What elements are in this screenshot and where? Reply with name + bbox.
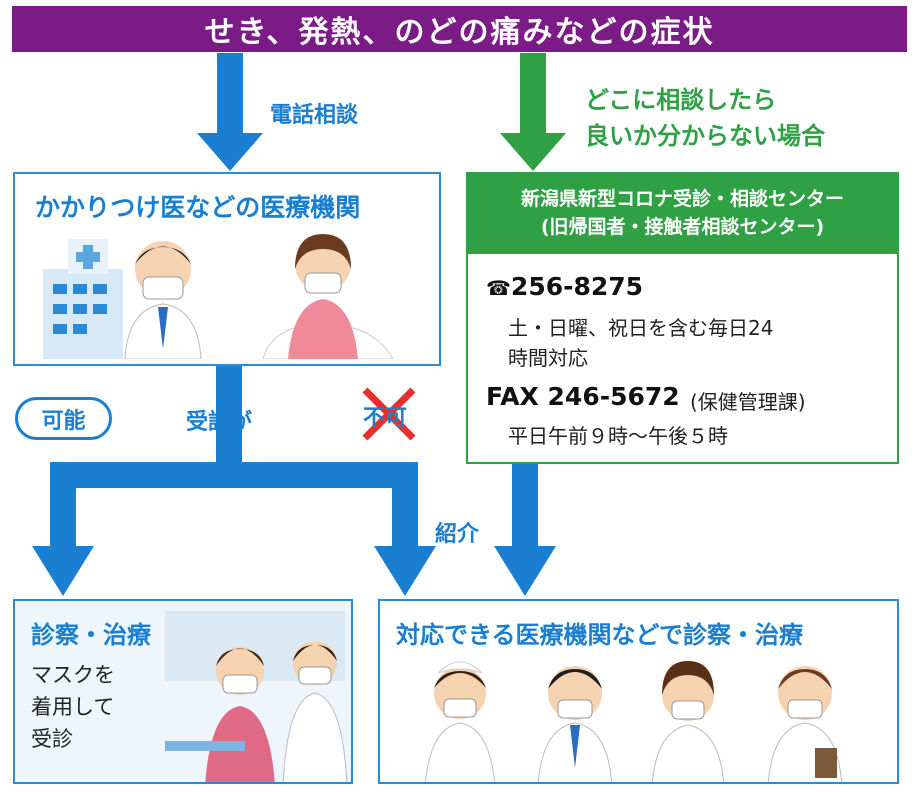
fax-hours: 平日午前９時〜午後５時 xyxy=(508,424,728,448)
exam-room-illustration xyxy=(15,601,351,782)
fax-number: FAX 246-5672 xyxy=(486,382,680,411)
unsure-label-line1: どこに相談したら xyxy=(585,86,777,114)
phone-number[interactable]: ☎256-8275 xyxy=(486,272,644,301)
possible-badge: 可能 xyxy=(15,397,112,440)
clinic-title: かかりつけ医などの医療機関 xyxy=(35,193,361,222)
telephone-icon: ☎ xyxy=(486,276,511,300)
center-header: 新潟県新型コロナ受診・相談センター (旧帰国者・接触者相談センター) xyxy=(468,174,897,254)
arrow-to-center xyxy=(500,53,566,171)
clinic-box: かかりつけ医などの医療機関 xyxy=(13,172,441,366)
unsure-label-line2: 良いか分からない場合 xyxy=(585,122,825,150)
cross-icon xyxy=(362,387,416,441)
branch-arrows xyxy=(32,366,556,596)
treatment-title: 診察・治療 xyxy=(31,621,151,649)
symptoms-title: せき、発熱、のどの痛みなどの症状 xyxy=(12,6,907,52)
medical-staff-illustration xyxy=(424,661,843,782)
mask-note-line3: 受診 xyxy=(31,727,73,751)
clinic-illustration xyxy=(43,234,394,359)
mask-note-line1: マスクを xyxy=(31,663,115,687)
center-former-name: (旧帰国者・接触者相談センター) xyxy=(540,216,825,238)
center-name: 新潟県新型コロナ受診・相談センター xyxy=(520,188,844,211)
treatment-box: 診察・治療 マスクを 着用して 受診 xyxy=(13,599,353,784)
consultation-center-box: 新潟県新型コロナ受診・相談センター (旧帰国者・接触者相談センター) ☎256-… xyxy=(466,172,899,464)
phone-consult-label: 電話相談 xyxy=(270,103,359,128)
phone-hours-line2: 時間対応 xyxy=(508,346,588,370)
impossible-label: 不可 xyxy=(360,385,418,443)
referral-treatment-box: 対応できる医療機関などで診察・治療 xyxy=(378,599,899,784)
referral-label: 紹介 xyxy=(435,522,480,547)
mask-note-line2: 着用して xyxy=(31,695,115,719)
phone-hours-line1: 土・日曜、祝日を含む毎日24 xyxy=(508,316,774,340)
fax-department: (保健管理課) xyxy=(690,390,806,414)
arrow-to-clinic xyxy=(197,53,263,171)
referral-treatment-title: 対応できる医療機関などで診察・治療 xyxy=(396,621,804,649)
